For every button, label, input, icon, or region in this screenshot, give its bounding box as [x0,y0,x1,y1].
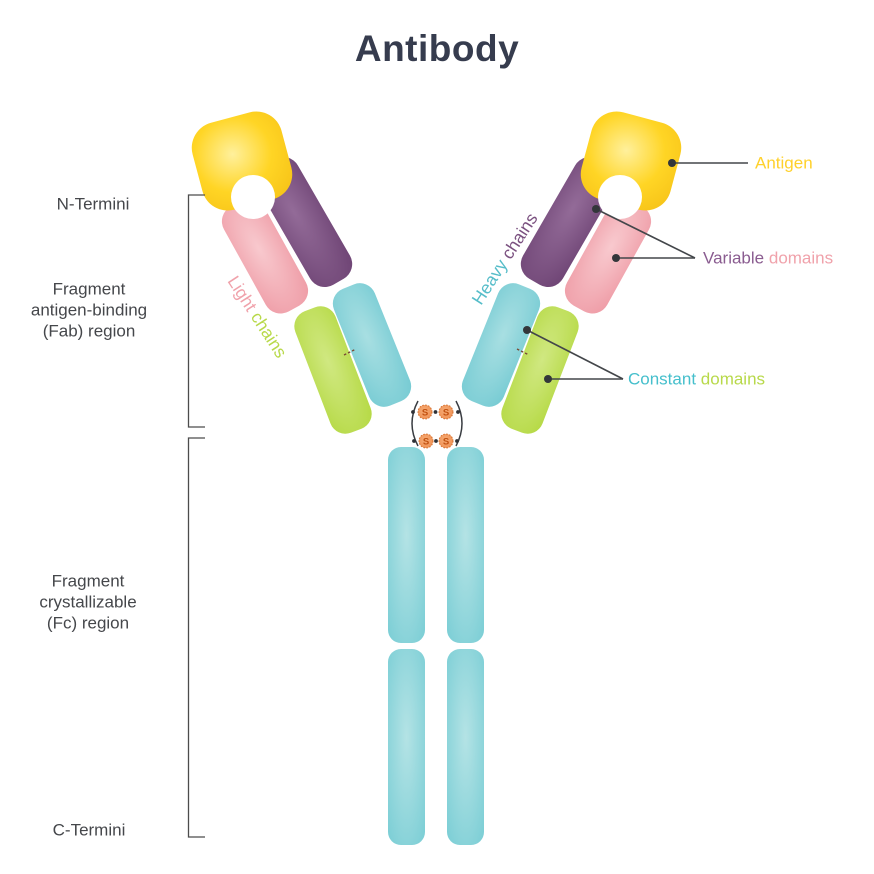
fc-region-label: Fragment crystallizable (Fc) region [39,571,136,634]
fc-region-bracket [187,437,205,838]
fab-region-line1: Fragment [52,279,126,299]
bond-dot [434,439,438,443]
antigen-label: Antigen [755,153,813,173]
fc-domain-lower-left [388,649,425,845]
interchain-bond-left [343,348,357,356]
disulfide-s-circle [438,404,454,420]
s-letter: S [422,407,428,418]
fab-region-line2: antigen-binding [30,300,148,320]
constant-domains-label: Constant domains [628,369,765,390]
fc-region-line2: crystallizable [39,592,137,612]
light-chain-constant-domain-right [501,306,579,434]
page-title: Antibody [354,28,520,69]
n-termini-label: N-Termini [56,194,130,214]
disulfide-s-circle [418,433,434,449]
constant-leader-dot-heavy [523,326,531,334]
fc-domain-upper-left [388,447,425,643]
s-letter: S [423,436,429,447]
fc-region-line3: (Fc) region [46,613,130,633]
disulfide-s-circle [417,404,433,420]
light-chain-variable-domain-right [564,198,652,314]
constant-domains-word: domains [700,369,766,389]
disulfide-s-circle [438,433,454,449]
variable-domains-word: domains [768,248,834,268]
s-letter: S [443,407,449,418]
s-letter: S [443,436,449,447]
variable-leader-line-heavy [595,208,696,259]
antigen-binding-notch-right [598,175,642,219]
antigen-binding-notch-left [231,175,275,219]
bond-dot [433,410,438,414]
fc-domain-lower-right [447,649,484,845]
bond-dot [411,410,415,414]
light-chain-constant-domain-left [294,306,372,434]
interchain-bond-right [516,348,530,356]
c-termini-label: C-Termini [52,820,126,840]
variable-word: Variable [703,248,765,268]
light-chain-variable-domain-left [221,198,309,314]
heavy-chain-constant-domain-left [332,283,412,407]
constant-leader-line-heavy [526,329,624,380]
hinge-arc-left [411,400,419,447]
antigen-leader-dot [668,159,676,167]
heavy-chain-constant-domain-right [461,283,541,407]
bond-dot [412,439,416,443]
fab-region-line3: (Fab) region [42,321,136,341]
constant-word: Constant [628,369,697,389]
fc-domain-upper-right [447,447,484,643]
variable-domains-label: Variable domains [703,248,833,269]
constant-leader-dot-light [544,375,552,383]
variable-leader-dot-heavy [592,205,600,213]
variable-leader-dot-light [612,254,620,262]
fc-region-line1: Fragment [51,571,125,591]
bond-dot [455,439,459,443]
bond-dot [456,410,460,414]
fab-region-label: Fragment antigen-binding (Fab) region [31,279,147,342]
fab-region-bracket [187,194,205,428]
